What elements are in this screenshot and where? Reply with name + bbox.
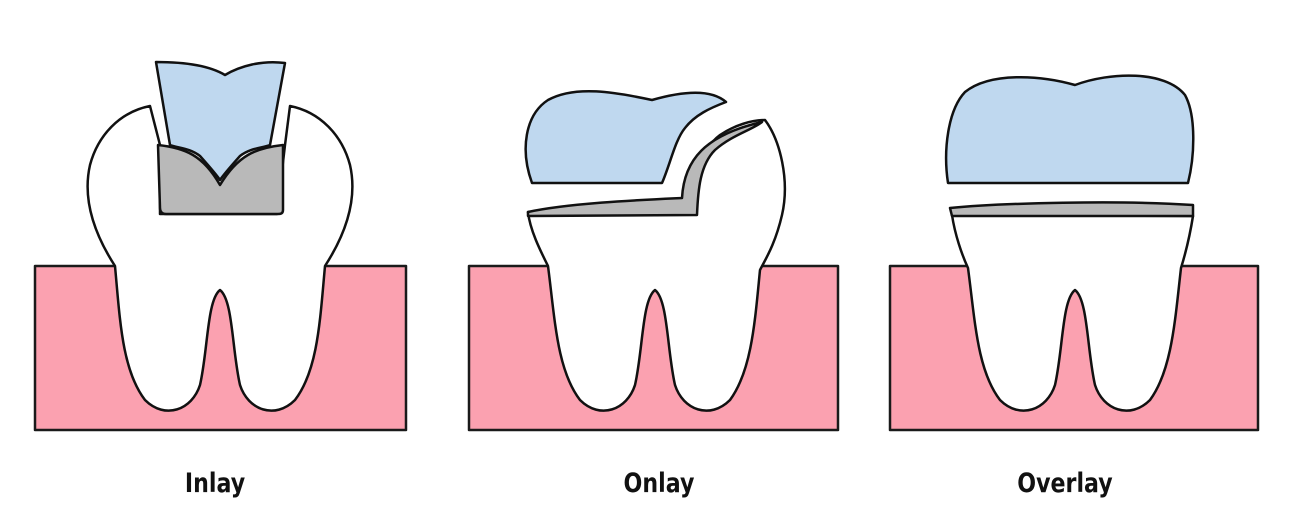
- gum-icon: [888, 264, 1260, 432]
- tooth-icon: [86, 104, 354, 412]
- onlay-panel: [467, 89, 840, 432]
- tooth-icon: [950, 213, 1195, 412]
- tooth-icon: [526, 118, 787, 412]
- onlay-restoration: [524, 89, 728, 185]
- overlay-panel: [888, 74, 1260, 432]
- overlay-restoration: [944, 74, 1195, 185]
- inlay-panel: [33, 60, 408, 432]
- inlay-label: Inlay: [184, 468, 246, 499]
- inlay-cement-layer: [156, 143, 285, 216]
- gum-icon: [33, 264, 408, 432]
- onlay-cement-layer: [526, 120, 764, 218]
- overlay-label: Overlay: [1017, 468, 1113, 499]
- onlay-label: Onlay: [623, 468, 695, 499]
- inlay-restoration: [154, 60, 287, 182]
- overlay-cement-layer: [948, 201, 1195, 218]
